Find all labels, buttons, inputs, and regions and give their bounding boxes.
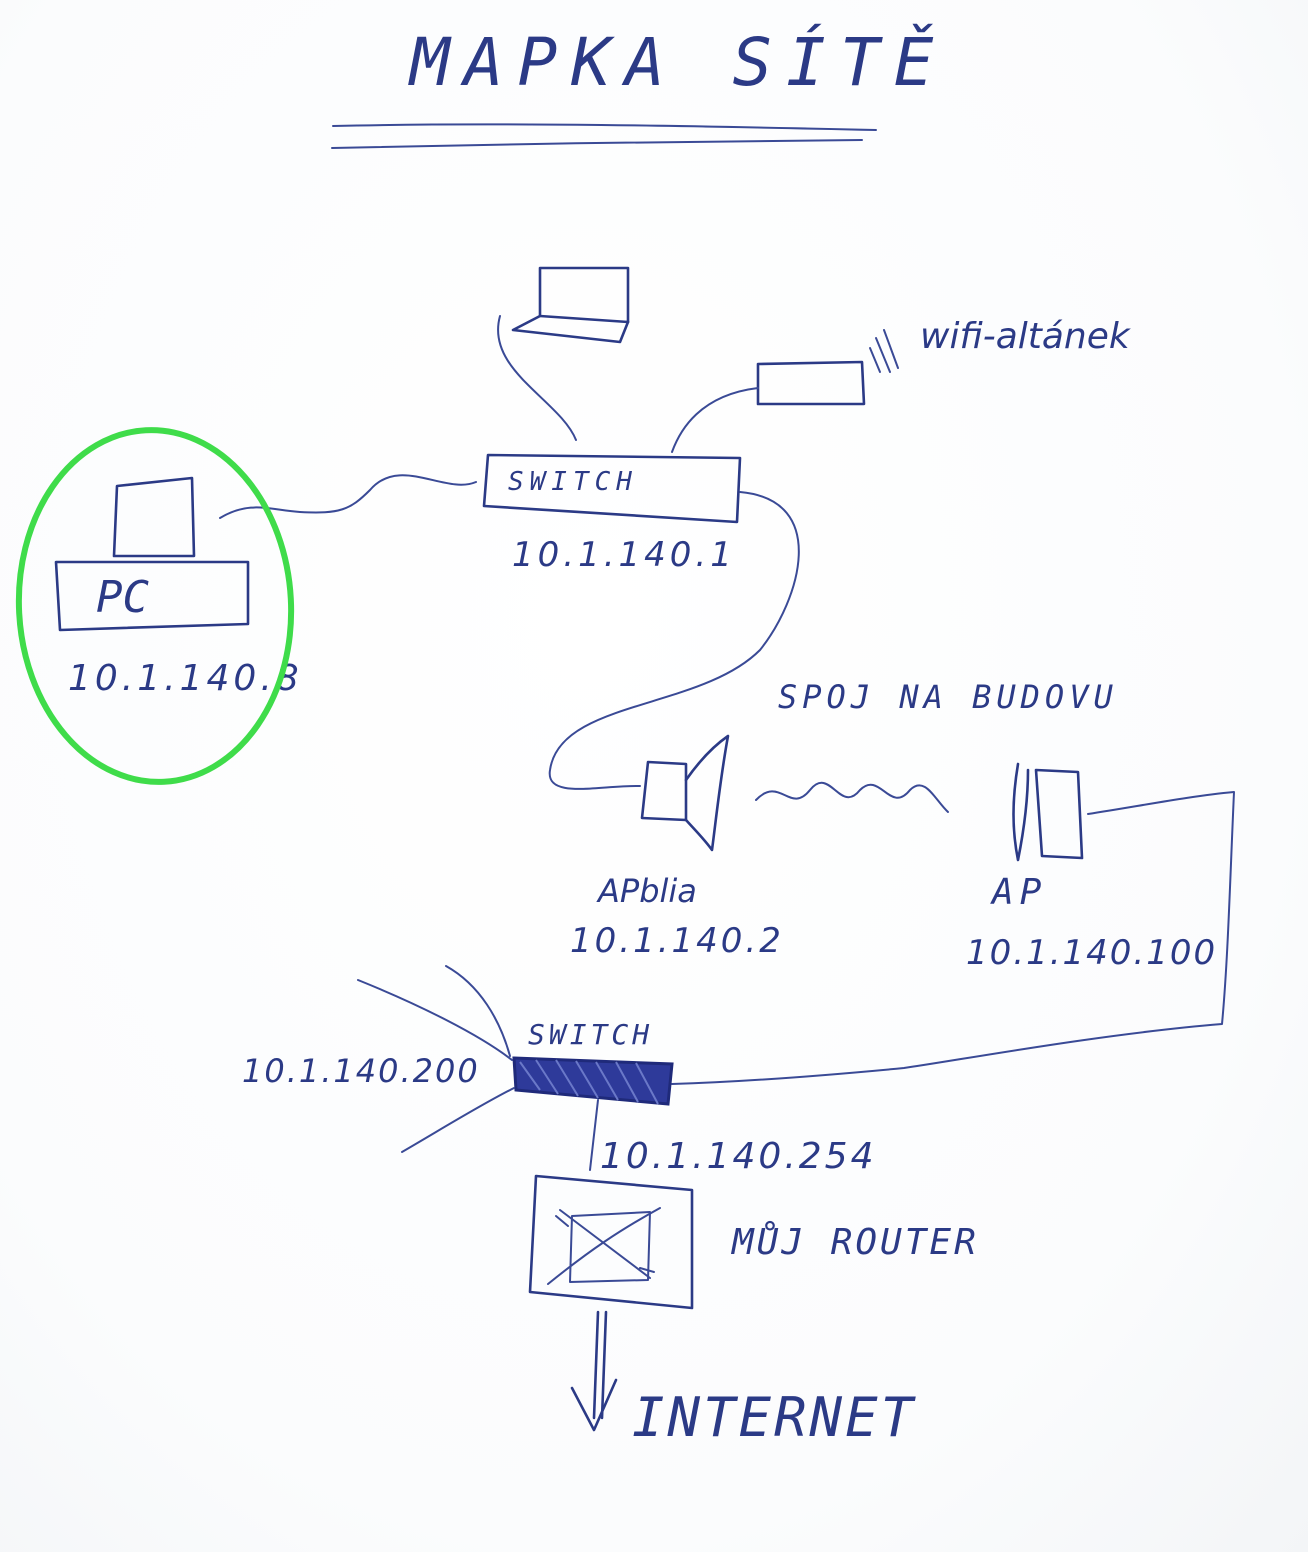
- switch-bottom-label: SWITCH: [528, 1018, 653, 1051]
- cable-switch-wifi: [671, 387, 759, 453]
- ap-left-label: APblia: [596, 872, 697, 910]
- cable-spoke-2: [445, 965, 511, 1057]
- ap-left-ip: 10.1.140.2: [570, 921, 784, 961]
- cable-spoke-3: [401, 1087, 515, 1153]
- diagram-title: MAPKA SÍTĚ: [408, 23, 947, 101]
- router-icon: [528, 1174, 694, 1310]
- ap-right-label: AP: [990, 872, 1047, 913]
- internet-label: INTERNET: [632, 1386, 917, 1449]
- title-underline-2: [331, 139, 863, 149]
- switch-top-label: SWITCH: [508, 467, 638, 497]
- cable-switch-ap-left: [548, 491, 800, 790]
- switch-top-ip: 10.1.140.1: [512, 535, 736, 575]
- laptop-icon: [511, 266, 630, 344]
- router-label: MŮJ ROUTER: [730, 1220, 979, 1263]
- pc-label: PC: [96, 572, 149, 623]
- switch-bottom-icon: [512, 1056, 674, 1106]
- cable-switch-router: [589, 1099, 599, 1171]
- cable-spoke-1: [357, 979, 513, 1061]
- highlight-circle: [15, 427, 295, 785]
- arrow-down-icon: [570, 1310, 618, 1432]
- ap-right-ip: 10.1.140.100: [966, 933, 1217, 973]
- switch-bottom-ip: 10.1.140.200: [242, 1052, 480, 1090]
- wireless-link-wave: [755, 781, 949, 813]
- cable-laptop-switch: [497, 315, 577, 441]
- switch-top-icon: [482, 453, 742, 524]
- ap-left-icon: [640, 734, 730, 852]
- cable-ap-right-switch-bottom: [671, 791, 1235, 1085]
- pc-ip: 10.1.140.8: [68, 658, 303, 699]
- link-label: SPOJ NA BUDOVU: [778, 678, 1118, 716]
- wifi-label: wifi-altánek: [920, 316, 1132, 357]
- title-underline: [332, 123, 877, 131]
- pc-icon: [54, 476, 250, 632]
- wifi-antenna-icon: [756, 329, 899, 406]
- ap-right-icon: [1012, 762, 1084, 862]
- cable-pc-switch: [219, 474, 477, 519]
- router-ip: 10.1.140.254: [600, 1136, 876, 1177]
